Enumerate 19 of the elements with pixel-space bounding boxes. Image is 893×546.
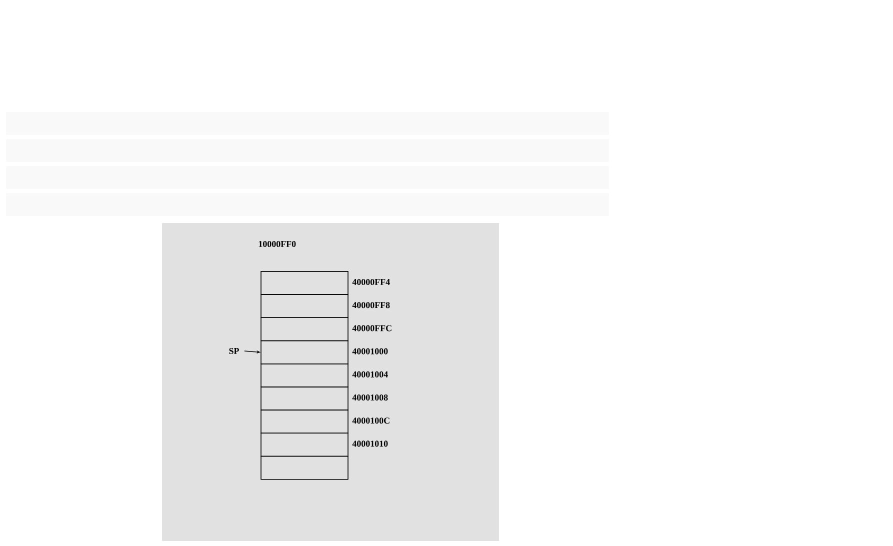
address-label: 40001010	[352, 440, 388, 447]
address-label: 40001000	[352, 348, 388, 354]
memory-cell	[260, 271, 348, 295]
memory-cell	[260, 386, 348, 410]
address-label: 40001008	[352, 394, 388, 401]
address-label: 4000100C	[352, 418, 390, 424]
memory-cell	[260, 363, 348, 388]
address-label: 10000FF0	[258, 240, 296, 248]
address-label: 40000FF8	[352, 302, 390, 308]
memory-cell	[260, 317, 348, 342]
address-label: 40001004	[352, 371, 388, 378]
memory-cell	[260, 456, 348, 480]
memory-cell	[260, 410, 348, 434]
memory-cell	[260, 294, 348, 318]
address-label: 40000FF4	[352, 278, 390, 286]
address-label: 40000FFC	[352, 325, 392, 332]
memory-cell	[260, 432, 348, 457]
memory-cell	[260, 340, 348, 364]
register-label: SP	[229, 348, 239, 354]
